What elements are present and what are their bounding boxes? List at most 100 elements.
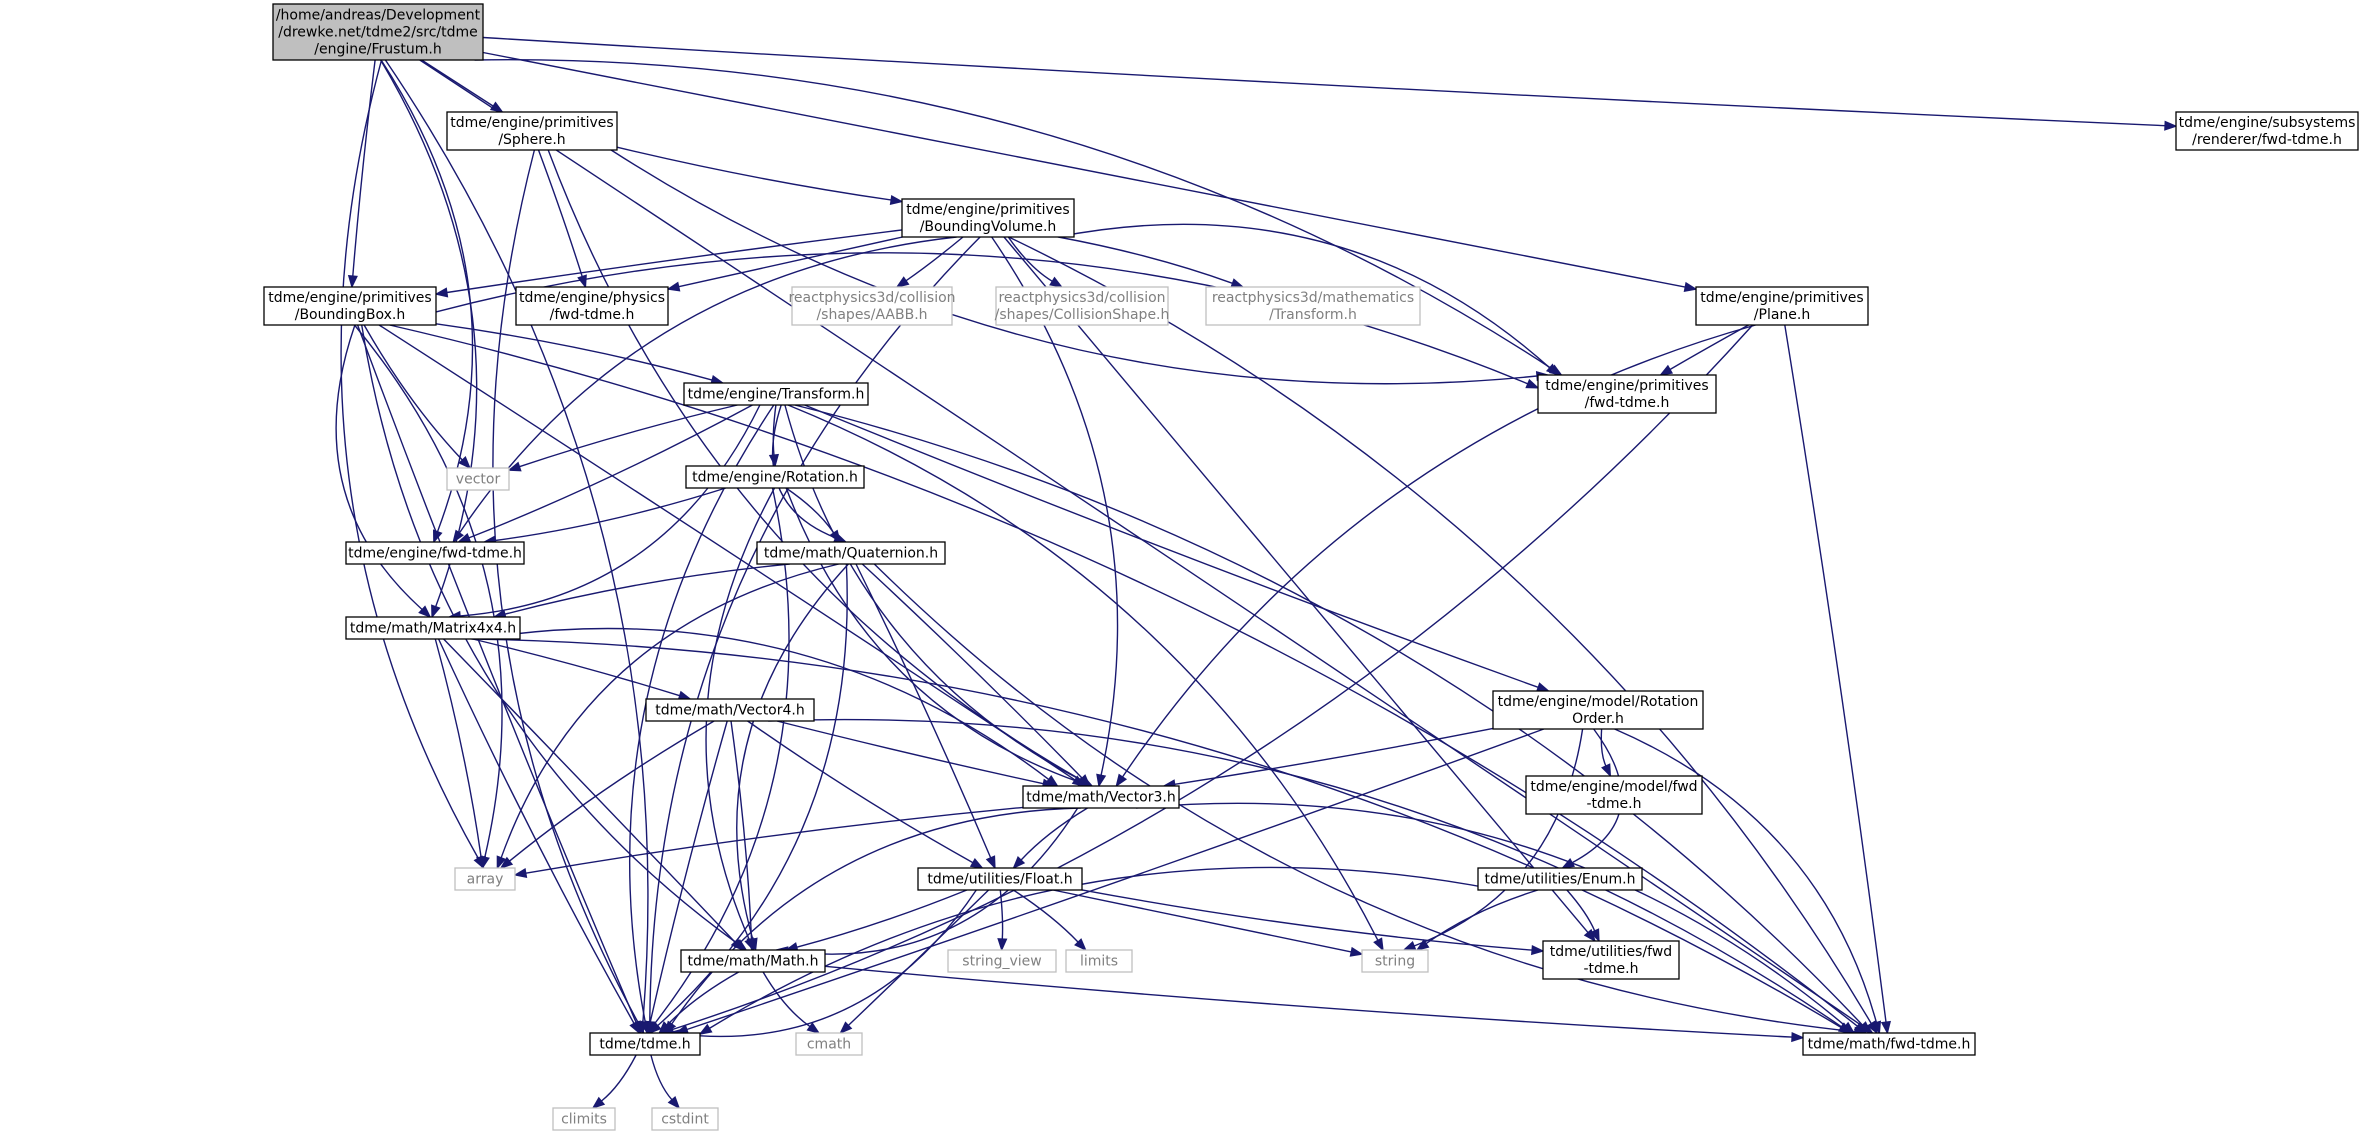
- node-label-line: tdme/engine/primitives: [906, 202, 1069, 218]
- node-label-line: tdme/math/Vector4.h: [655, 703, 804, 719]
- edge-line: [649, 720, 728, 1023]
- edge-sphere-to-primitives_fwd: [610, 149, 1550, 385]
- node-enum[interactable]: tdme/utilities/Enum.h: [1477, 867, 1643, 891]
- edge-line: [1614, 728, 1878, 1023]
- node-array: array: [454, 867, 516, 891]
- edge-line: [340, 59, 479, 859]
- node-primitives_fwd[interactable]: tdme/engine/primitives/fwd-tdme.h: [1537, 374, 1717, 414]
- node-renderer_fwd[interactable]: tdme/engine/subsystems/renderer/fwd-tdme…: [2175, 111, 2359, 151]
- node-plane[interactable]: tdme/engine/primitives/Plane.h: [1695, 286, 1869, 326]
- node-collisionshape: reactphysics3d/collision/shapes/Collisio…: [995, 286, 1169, 326]
- edge-line: [1425, 889, 1539, 945]
- node-quaternion[interactable]: tdme/math/Quaternion.h: [756, 541, 946, 565]
- node-box: [263, 286, 437, 326]
- edge-arrowhead: [1545, 363, 1560, 377]
- edge-line: [1056, 223, 1551, 369]
- node-model_fwd[interactable]: tdme/engine/model/fwd-tdme.h: [1525, 775, 1703, 815]
- edge-boundingbox-to-array: [353, 324, 503, 870]
- edge-boundingvolume-to-primitives_fwd: [1056, 223, 1560, 377]
- edge-line: [679, 889, 977, 1038]
- node-engine_fwd[interactable]: tdme/engine/fwd-tdme.h: [345, 541, 525, 565]
- node-label-line: cmath: [807, 1037, 851, 1053]
- edge-line: [787, 404, 1379, 941]
- edge-frustum-to-sphere: [421, 59, 504, 113]
- edge-line: [352, 59, 376, 277]
- edge-line: [861, 563, 1083, 779]
- edge-plane-to-math_fwd: [1784, 324, 1891, 1035]
- edge-line: [1784, 324, 1887, 1023]
- edge-arrowhead: [1791, 1031, 1805, 1043]
- edge-arrowhead: [768, 453, 780, 468]
- edge-matrix4x4-to-array: [434, 638, 487, 870]
- edge-line: [657, 563, 848, 1027]
- edge-vector3-to-math_fwd: [1136, 802, 1856, 1035]
- node-matrix4x4[interactable]: tdme/math/Matrix4x4.h: [345, 616, 521, 640]
- edge-line: [363, 324, 463, 461]
- node-label-line: climits: [561, 1112, 607, 1128]
- node-sphere[interactable]: tdme/engine/primitives/Sphere.h: [446, 111, 618, 151]
- edge-line: [525, 806, 1024, 874]
- node-frustum[interactable]: /home/andreas/Development/drewke.net/tdm…: [272, 3, 484, 61]
- node-physics_fwd[interactable]: tdme/engine/physics/fwd-tdme.h: [515, 286, 669, 326]
- edge-arrowhead: [1525, 378, 1540, 389]
- node-box: [680, 949, 826, 973]
- edge-transform-to-math_fwd: [794, 404, 1872, 1035]
- edge-line: [747, 720, 974, 864]
- edge-tdme-to-climits: [591, 1054, 637, 1110]
- edge-float-to-utilities_fwd: [1081, 889, 1545, 956]
- edge-line: [435, 252, 1529, 385]
- edge-arrowhead: [1858, 1021, 1872, 1035]
- node-math[interactable]: tdme/math/Math.h: [680, 949, 826, 973]
- node-cmath: cmath: [795, 1032, 863, 1056]
- edge-quaternion-to-math: [736, 563, 849, 952]
- node-rotation[interactable]: tdme/engine/Rotation.h: [685, 465, 865, 489]
- node-label-line: tdme/utilities/fwd: [1550, 944, 1672, 960]
- edge-arrowhead: [1415, 939, 1430, 951]
- node-transform[interactable]: tdme/engine/Transform.h: [683, 382, 869, 406]
- edge-arrowhead: [746, 938, 757, 952]
- edge-line: [482, 36, 2166, 127]
- node-vector4[interactable]: tdme/math/Vector4.h: [645, 698, 815, 722]
- node-box: [947, 949, 1057, 973]
- edge-arrowhead: [1683, 281, 1698, 292]
- node-box: [645, 698, 815, 722]
- edge-arrowhead: [458, 456, 472, 470]
- node-box: [1542, 940, 1680, 980]
- edge-float-to-cmath: [839, 889, 990, 1035]
- edge-arrowhead: [667, 1095, 681, 1110]
- edge-line: [762, 971, 811, 1028]
- edge-boundingbox-to-matrix4x4: [335, 324, 432, 619]
- node-vector3[interactable]: tdme/math/Vector3.h: [1022, 785, 1180, 809]
- edge-boundingvolume-to-utilities_fwd: [1003, 236, 1597, 943]
- edge-matrix4x4-to-math: [443, 638, 744, 952]
- edge-arrowhead: [591, 1096, 606, 1110]
- edge-line: [500, 563, 839, 858]
- node-label-line: tdme/math/fwd-tdme.h: [1808, 1037, 1971, 1053]
- node-label-line: tdme/engine/primitives: [1700, 290, 1863, 306]
- node-box: [272, 3, 484, 61]
- node-math_fwd[interactable]: tdme/math/fwd-tdme.h: [1802, 1032, 1976, 1056]
- edge-arrowhead: [969, 857, 984, 869]
- edge-vector4-to-vector3: [776, 720, 1056, 789]
- edge-line: [356, 324, 637, 1024]
- edge-arrowhead: [629, 1020, 641, 1035]
- edge-line: [785, 487, 835, 534]
- node-boundingbox[interactable]: tdme/engine/primitives/BoundingBox.h: [263, 286, 437, 326]
- edge-line: [768, 718, 1843, 1028]
- node-box: [791, 286, 953, 326]
- edge-line: [495, 487, 727, 542]
- node-float[interactable]: tdme/utilities/Float.h: [917, 867, 1083, 891]
- node-box: [552, 1107, 616, 1131]
- node-vector: vector: [446, 467, 510, 491]
- node-boundingvolume[interactable]: tdme/engine/primitives/BoundingVolume.h: [901, 198, 1075, 238]
- edge-vector4-to-tdme: [645, 720, 728, 1035]
- node-label-line: tdme/math/Math.h: [688, 954, 819, 970]
- edge-arrowhead: [496, 855, 507, 870]
- edge-boundingvolume-to-tdme: [644, 236, 981, 1035]
- node-label-line: tdme/engine/subsystems: [2179, 115, 2356, 131]
- node-tdme[interactable]: tdme/tdme.h: [589, 1032, 701, 1056]
- node-utilities_fwd[interactable]: tdme/utilities/fwd-tdme.h: [1542, 940, 1680, 980]
- edge-line: [796, 889, 968, 948]
